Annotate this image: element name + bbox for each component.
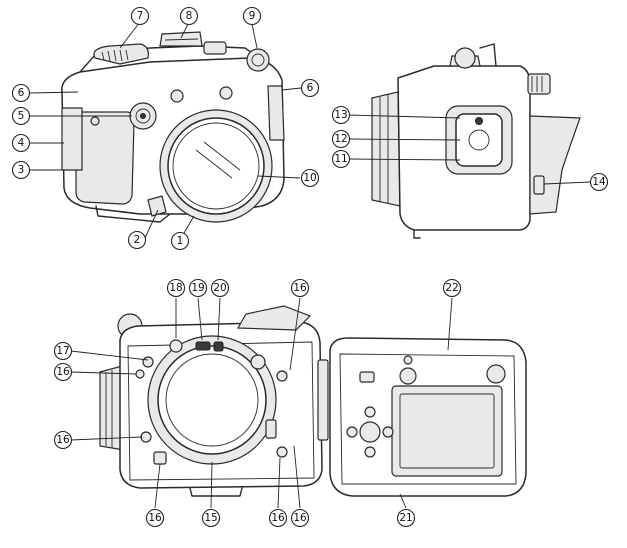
callout-labels: 1 2 3 4 5 6 6 7 8 9 10 11 12 13 14 15 16… [11, 6, 609, 528]
svg-text:16: 16 [56, 434, 70, 446]
callout-21: 21 [396, 508, 416, 528]
callout-8: 8 [179, 6, 199, 26]
callout-14: 14 [589, 172, 609, 192]
callout-22: 22 [442, 278, 462, 298]
side-top-dial [449, 47, 481, 69]
svg-text:16: 16 [271, 512, 285, 524]
callout-16-a: 16 [53, 362, 73, 382]
callout-16-d: 16 [145, 508, 165, 528]
callout-18: 18 [166, 278, 186, 298]
callout-9: 9 [242, 6, 262, 26]
svg-text:16: 16 [148, 512, 162, 524]
svg-text:19: 19 [191, 282, 204, 294]
front-view-housing [29, 21, 302, 241]
svg-text:11: 11 [334, 153, 347, 165]
callout-1: 1 [170, 231, 190, 251]
callout-16-e: 16 [268, 508, 288, 528]
svg-text:1: 1 [177, 235, 184, 247]
lens-port [159, 109, 273, 223]
callout-16-b: 16 [53, 430, 73, 450]
svg-text:20: 20 [213, 282, 226, 294]
svg-text:4: 4 [18, 137, 25, 149]
svg-text:13: 13 [334, 109, 347, 121]
side-port-panel [445, 105, 513, 175]
callout-16-c: 16 [290, 278, 310, 298]
callout-4: 4 [11, 133, 31, 153]
svg-text:9: 9 [249, 10, 256, 22]
callout-5: 5 [11, 106, 31, 126]
svg-text:5: 5 [18, 110, 25, 122]
svg-text:10: 10 [303, 172, 316, 184]
svg-text:14: 14 [592, 176, 606, 188]
callout-3: 3 [11, 160, 31, 180]
callout-7: 7 [130, 6, 150, 26]
svg-text:16: 16 [293, 512, 307, 524]
callout-17: 17 [53, 341, 73, 361]
svg-text:15: 15 [204, 512, 217, 524]
svg-text:6: 6 [307, 82, 314, 94]
top-right-dial [246, 48, 270, 72]
callout-6-left: 6 [11, 83, 31, 103]
svg-text:16: 16 [293, 282, 307, 294]
callout-6-right: 6 [300, 78, 320, 98]
callout-20: 20 [210, 278, 230, 298]
open-housing-interior [70, 297, 527, 509]
front-control-dial [129, 102, 157, 130]
svg-text:7: 7 [137, 10, 144, 22]
callout-15: 15 [201, 508, 221, 528]
svg-text:17: 17 [56, 345, 69, 357]
svg-text:18: 18 [169, 282, 182, 294]
svg-text:16: 16 [56, 366, 70, 378]
svg-text:22: 22 [445, 282, 458, 294]
callout-13: 13 [331, 105, 351, 125]
callout-19: 19 [188, 278, 208, 298]
callout-12: 12 [331, 129, 351, 149]
svg-text:3: 3 [18, 164, 25, 176]
svg-text:2: 2 [134, 234, 141, 246]
svg-text:21: 21 [399, 512, 412, 524]
callout-2: 2 [127, 230, 147, 250]
callout-11: 11 [331, 149, 351, 169]
svg-text:12: 12 [334, 133, 347, 145]
side-view-housing [348, 43, 591, 239]
svg-text:8: 8 [186, 10, 193, 22]
callout-16-f: 16 [290, 508, 310, 528]
callout-10: 10 [300, 168, 320, 188]
svg-text:6: 6 [18, 87, 25, 99]
